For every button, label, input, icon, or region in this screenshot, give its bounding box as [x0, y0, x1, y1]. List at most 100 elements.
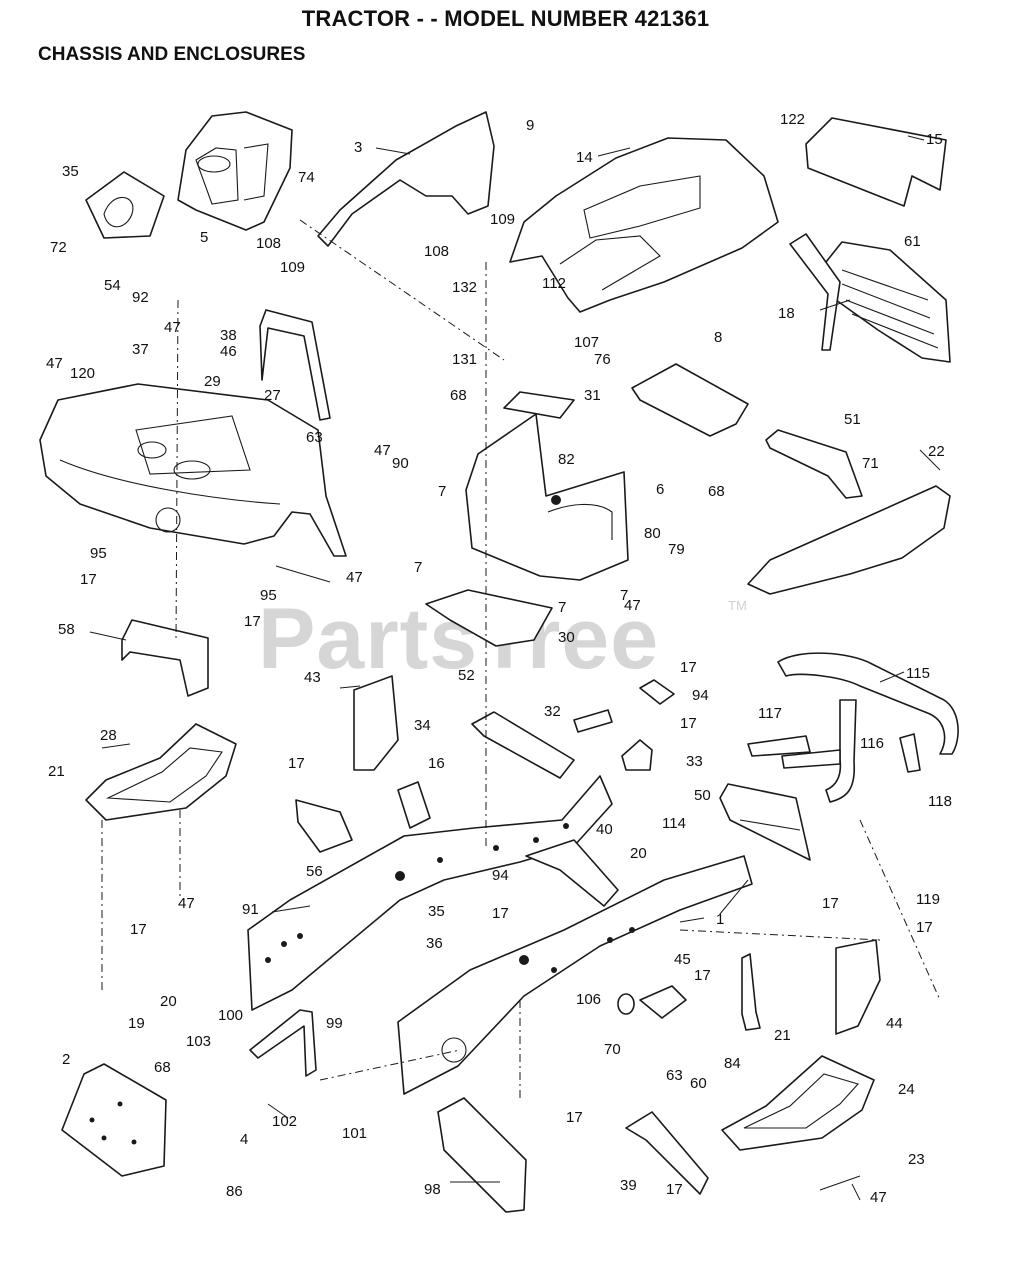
callout: 9: [526, 117, 534, 134]
callout: 14: [576, 149, 593, 166]
callout: 68: [154, 1059, 171, 1076]
callout: 47: [374, 442, 391, 459]
callout: 47: [164, 319, 181, 336]
part-fender-bracket: [259, 309, 331, 421]
callout: 27: [264, 387, 281, 404]
callout: 60: [690, 1075, 707, 1092]
callout: 68: [708, 483, 725, 500]
callout: 94: [692, 687, 709, 704]
part-rear-fender: [39, 383, 347, 557]
callout: 90: [392, 455, 409, 472]
callout: 76: [594, 351, 611, 368]
callout: 44: [886, 1015, 903, 1032]
part-rail-plate: [295, 799, 353, 853]
part-mounting-plate: [631, 363, 749, 437]
part-rear-bracket: [437, 1097, 527, 1213]
callout: 63: [306, 429, 323, 446]
callout: 24: [898, 1081, 915, 1098]
callout: 17: [130, 921, 147, 938]
part-front-bumper: [747, 485, 951, 595]
part-left-footrest: [85, 723, 237, 821]
callout: 82: [558, 451, 575, 468]
callout: 21: [48, 763, 65, 780]
part-floor-plate: [425, 589, 553, 647]
callout: 7: [558, 599, 566, 616]
part-center-bracket: [471, 711, 575, 779]
part-bracket-39: [625, 1111, 709, 1195]
callout: 23: [908, 1151, 925, 1168]
part-grille: [789, 233, 951, 363]
callout: 120: [70, 365, 95, 382]
callout: 47: [870, 1189, 887, 1206]
part-left-frame-rail: [247, 775, 613, 1011]
callout: 116: [860, 735, 884, 752]
callout: 74: [298, 169, 315, 186]
part-upper-bracket: [503, 391, 575, 419]
callout: 99: [326, 1015, 343, 1032]
callout: 40: [596, 821, 613, 838]
callout: 58: [58, 621, 75, 638]
callout: 86: [226, 1183, 243, 1200]
part-pin-32: [573, 709, 613, 733]
callout: 72: [50, 239, 67, 256]
callout: 20: [160, 993, 177, 1010]
callout: 19: [128, 1015, 145, 1032]
part-hood-hinge: [765, 429, 863, 499]
callout: 29: [204, 373, 221, 390]
callout: 70: [604, 1041, 621, 1058]
callout: 16: [428, 755, 445, 772]
part-side-plate: [353, 675, 399, 771]
callout: 17: [80, 571, 97, 588]
callout: 103: [186, 1033, 211, 1050]
callout: 95: [260, 587, 277, 604]
callout: 47: [46, 355, 63, 372]
callout: 17: [680, 715, 697, 732]
callout: 106: [576, 991, 601, 1008]
callout: 17: [680, 659, 697, 676]
callout: 114: [662, 815, 686, 832]
callout: 17: [492, 905, 509, 922]
callout: 34: [414, 717, 431, 734]
part-rail-bracket: [525, 839, 619, 907]
callout: 108: [424, 243, 449, 260]
callout: 109: [280, 259, 305, 276]
callout: 17: [566, 1109, 583, 1126]
part-rear-plate: [61, 1063, 167, 1177]
part-lever-84: [741, 953, 761, 1031]
part-front-axle-plate: [719, 783, 811, 861]
part-clip-94: [639, 679, 675, 705]
part-small-plate: [85, 171, 165, 239]
part-hood: [509, 137, 779, 313]
callout: 112: [542, 275, 566, 292]
callout: 7: [620, 587, 628, 604]
callout: 79: [668, 541, 685, 558]
callout: 17: [822, 895, 839, 912]
callout: 7: [438, 483, 446, 500]
callout: 98: [424, 1181, 441, 1198]
callout: 6: [656, 481, 664, 498]
part-hood-bracket: [805, 117, 947, 207]
callout: 109: [490, 211, 515, 228]
watermark-trademark: TM: [728, 598, 747, 613]
callout: 2: [62, 1051, 70, 1068]
callout: 132: [452, 279, 477, 296]
callout: 119: [916, 891, 940, 908]
callout: 30: [558, 629, 575, 646]
part-hitch-45: [639, 985, 687, 1019]
callout: 43: [304, 669, 321, 686]
part-front-bracket: [835, 939, 881, 1035]
callout: 38: [220, 327, 237, 344]
callout: 54: [104, 277, 121, 294]
page-title: TRACTOR - - MODEL NUMBER 421361: [301, 6, 710, 31]
callout: 37: [132, 341, 149, 358]
callout: 100: [218, 1007, 243, 1024]
part-hitch-pin-70: [617, 993, 635, 1015]
callout: 45: [674, 951, 691, 968]
callout: 52: [458, 667, 475, 684]
callout: 20: [630, 845, 647, 862]
callout: 35: [62, 163, 79, 180]
callout: 118: [928, 793, 952, 810]
callout: 28: [100, 727, 117, 744]
